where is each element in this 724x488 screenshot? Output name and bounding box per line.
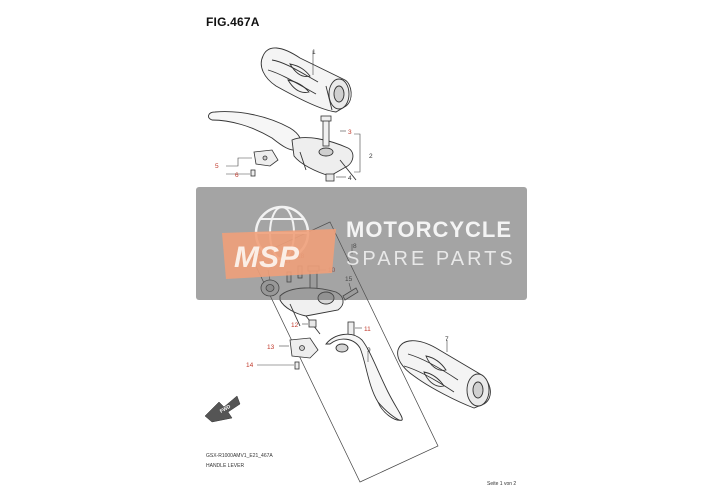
- clutch-lever-lower: [325, 333, 403, 421]
- part-label-14: 14: [246, 362, 254, 369]
- fwd-arrow-icon: FWD: [204, 395, 241, 423]
- grip-upper: [260, 47, 352, 113]
- figure-title: FIG.467A: [206, 15, 260, 29]
- part-label-3: 3: [348, 129, 352, 136]
- watermark-banner: MSP MOTORCYCLE SPARE PARTS: [196, 187, 527, 300]
- fwd-label: FWD: [219, 404, 232, 415]
- nut-12: [308, 319, 317, 328]
- grip-lower: [397, 340, 491, 409]
- nut-4: [325, 173, 335, 182]
- screw-6: [250, 169, 256, 177]
- part-label-4: 4: [348, 175, 352, 182]
- part-label-13: 13: [267, 344, 275, 351]
- switch-13: [289, 337, 319, 359]
- watermark-line2: SPARE PARTS: [346, 248, 516, 270]
- msp-logo-icon: MSP: [222, 205, 336, 279]
- part-label-7: 7: [445, 336, 449, 343]
- msp-logo-text: MSP: [234, 241, 300, 274]
- part-label-9: 9: [367, 347, 371, 354]
- part-label-5: 5: [215, 163, 219, 170]
- switch-5: [253, 149, 279, 167]
- model-code: GSX-R1000AMV1_E21_467A: [206, 453, 273, 459]
- part-label-12: 12: [291, 322, 299, 329]
- section-name: HANDLE LEVER: [206, 463, 245, 469]
- part-label-2: 2: [369, 153, 373, 160]
- watermark-line1: MOTORCYCLE: [346, 217, 513, 242]
- part-label-11: 11: [364, 326, 371, 333]
- part-label-6: 6: [235, 172, 239, 179]
- screw-14: [294, 361, 300, 370]
- bolt-3: [320, 115, 332, 147]
- part-label-1: 1: [312, 49, 316, 56]
- brake-lever-upper: [208, 111, 357, 181]
- page-number: Seite 1 von 2: [487, 481, 517, 487]
